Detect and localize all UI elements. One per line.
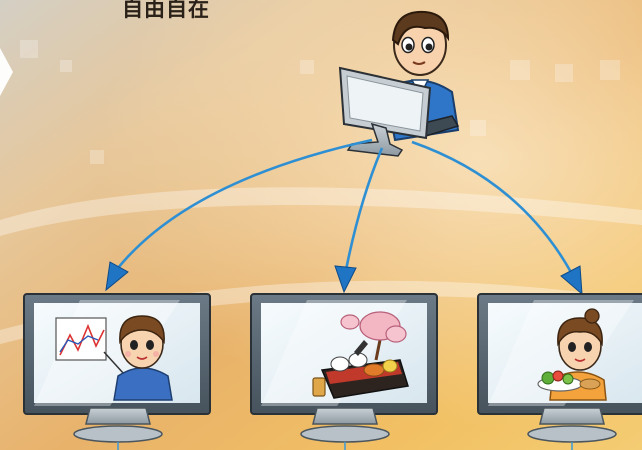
page-heading: 自由自在 bbox=[122, 0, 210, 21]
left-edge-arrow bbox=[0, 48, 13, 96]
monitor-food bbox=[250, 293, 438, 450]
monitor-salad bbox=[477, 293, 642, 450]
arrow-head-middle bbox=[334, 265, 357, 294]
man-at-computer-icon bbox=[338, 10, 460, 157]
distribution-arrows bbox=[116, 138, 574, 275]
arrow-to-right-monitor bbox=[411, 140, 574, 275]
arrow-to-left-monitor bbox=[116, 138, 373, 269]
bento-and-cherry-blossom-icon bbox=[312, 311, 409, 399]
woman-with-salad-icon bbox=[537, 308, 607, 401]
presenter-woman-with-chart-icon bbox=[55, 315, 173, 401]
monitor-presenter bbox=[23, 293, 211, 450]
arrow-to-middle-monitor bbox=[344, 147, 384, 271]
arrow-head-left bbox=[105, 261, 129, 292]
arrow-head-right bbox=[560, 265, 583, 296]
